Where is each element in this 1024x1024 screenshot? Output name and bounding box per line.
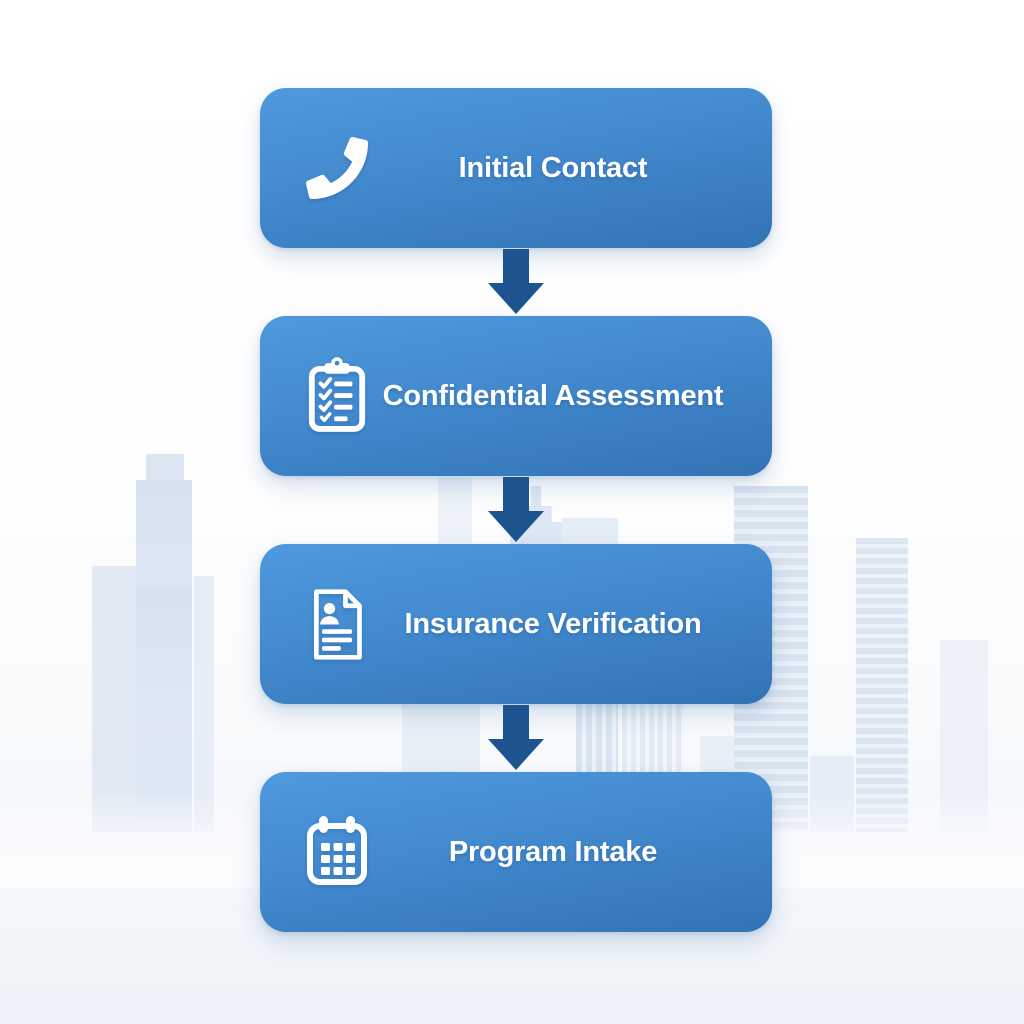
building [438, 478, 472, 548]
calendar-icon [304, 816, 370, 888]
step-label: Confidential Assessment [382, 379, 724, 412]
flow-connector [488, 476, 544, 544]
step-label: Program Intake [448, 835, 658, 868]
building [146, 454, 184, 484]
down-arrow-icon [488, 705, 544, 770]
flow-connector [488, 704, 544, 772]
step-program-intake: Program Intake [260, 772, 772, 932]
building-windows [856, 538, 908, 832]
intake-process-flowchart: Initial Contact [260, 88, 772, 932]
insurance-document-icon [304, 587, 370, 662]
building [194, 576, 214, 832]
phone-icon [304, 137, 370, 199]
down-arrow-icon [488, 249, 544, 314]
clipboard-checklist-icon [304, 357, 370, 435]
flow-connector [488, 248, 544, 316]
step-confidential-assessment: Confidential Assessment [260, 316, 772, 476]
step-insurance-verification: Insurance Verification [260, 544, 772, 704]
step-initial-contact: Initial Contact [260, 88, 772, 248]
building-tall-tower [136, 480, 192, 832]
building [92, 566, 140, 832]
step-label: Initial Contact [458, 151, 648, 184]
step-label: Insurance Verification [404, 607, 702, 640]
down-arrow-icon [488, 477, 544, 542]
